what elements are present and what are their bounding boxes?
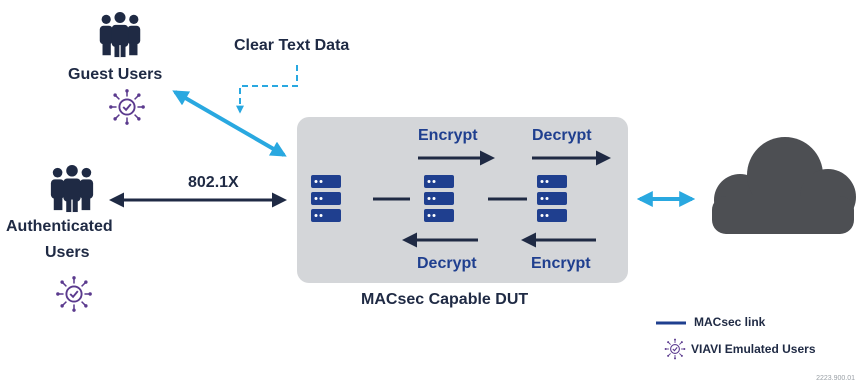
viavi-emulated-user-icon bbox=[664, 338, 686, 360]
figure-id: 2223.900.01 bbox=[816, 375, 855, 382]
encrypt-label: Encrypt bbox=[418, 127, 478, 144]
server-icon bbox=[537, 175, 567, 222]
clear-text-pointer bbox=[236, 65, 298, 114]
viavi-emulated-user-icon bbox=[108, 88, 146, 126]
server-icon bbox=[311, 175, 341, 222]
server-icon bbox=[424, 175, 454, 222]
clear-text-label: Clear Text Data bbox=[234, 37, 350, 54]
legend-macsec-label: MACsec link bbox=[694, 315, 766, 329]
guest-link-arrow bbox=[172, 90, 287, 157]
legend-viavi-label: VIAVI Emulated Users bbox=[691, 342, 816, 356]
dot1x-label: 802.1X bbox=[188, 174, 239, 191]
decrypt-label: Decrypt bbox=[417, 255, 477, 272]
authenticated-users-label-line2: Users bbox=[45, 244, 90, 261]
guest-users-label: Guest Users bbox=[68, 66, 163, 83]
encrypt-label: Encrypt bbox=[531, 255, 591, 272]
decrypt-label: Decrypt bbox=[532, 127, 592, 144]
dut-label: MACsec Capable DUT bbox=[361, 291, 529, 308]
authenticated-users-label-line1: Authenticated bbox=[6, 218, 113, 235]
viavi-emulated-user-icon bbox=[55, 275, 93, 313]
users-group-icon bbox=[99, 12, 141, 58]
cloud-icon bbox=[712, 137, 856, 234]
users-group-icon bbox=[50, 165, 94, 213]
